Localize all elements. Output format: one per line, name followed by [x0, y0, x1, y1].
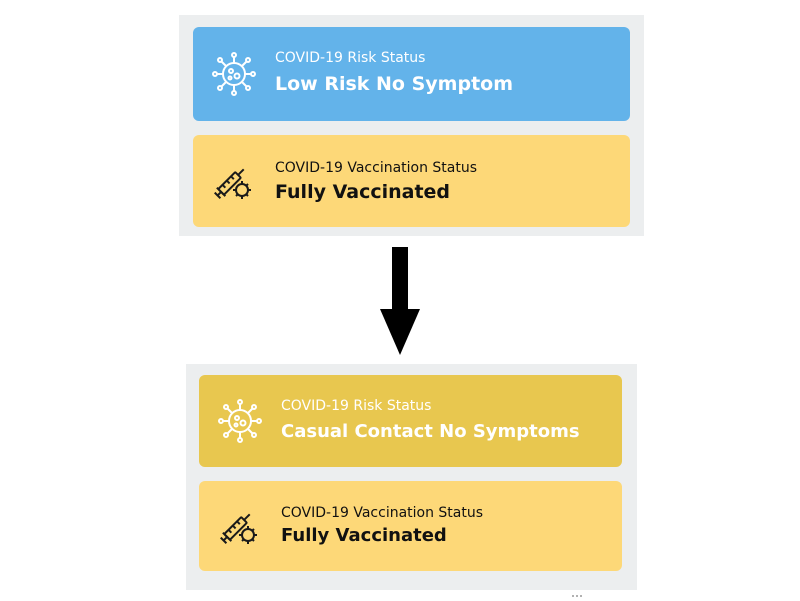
status-panel-before: COVID-19 Risk Status Low Risk No Symptom	[179, 15, 644, 236]
arrow-down-icon	[380, 247, 420, 355]
virus-icon	[211, 51, 257, 97]
virus-icon	[217, 398, 263, 444]
vaccination-status-label: COVID-19 Vaccination Status	[275, 160, 478, 176]
risk-status-card[interactable]: COVID-19 Risk Status Low Risk No Symptom	[193, 27, 630, 121]
risk-status-value: Low Risk No Symptom	[275, 73, 514, 95]
risk-status-label: COVID-19 Risk Status	[275, 50, 426, 66]
vaccination-status-value: Fully Vaccinated	[281, 525, 447, 546]
vaccination-status-card[interactable]: COVID-19 Vaccination Status Fully Vaccin…	[199, 481, 622, 571]
syringe-virus-icon	[217, 503, 263, 549]
risk-status-card[interactable]: COVID-19 Risk Status Casual Contact No S…	[199, 375, 622, 467]
risk-status-value: Casual Contact No Symptoms	[281, 421, 580, 442]
vaccination-status-value: Fully Vaccinated	[275, 181, 451, 203]
page-indicator	[572, 582, 586, 597]
vaccination-status-label: COVID-19 Vaccination Status	[281, 505, 484, 521]
syringe-virus-icon	[211, 158, 257, 204]
risk-status-label: COVID-19 Risk Status	[281, 398, 432, 414]
status-panel-after: COVID-19 Risk Status Casual Contact No S…	[186, 364, 637, 597]
vaccination-status-card[interactable]: COVID-19 Vaccination Status Fully Vaccin…	[193, 135, 630, 227]
